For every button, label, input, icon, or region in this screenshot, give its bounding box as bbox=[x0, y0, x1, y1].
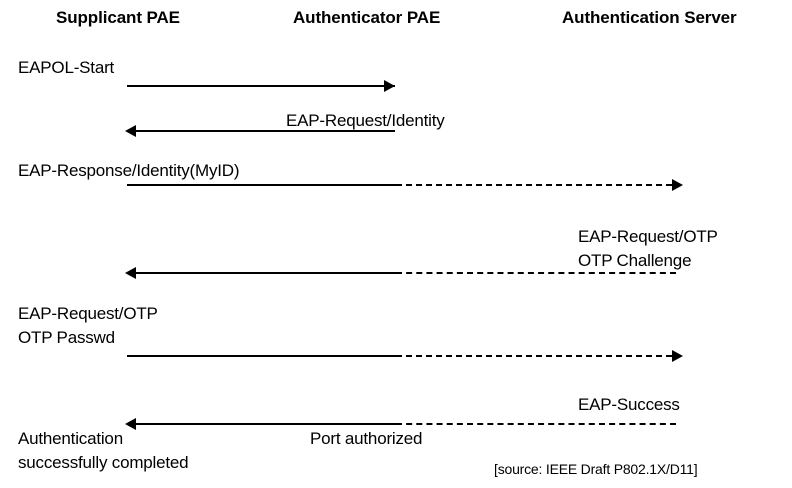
arrow-solid-segment bbox=[130, 130, 395, 132]
annotation-port-authorized: Port authorized bbox=[310, 429, 423, 448]
arrow-dotted-segment bbox=[396, 184, 672, 186]
message-label-eap-request-otp-2: EAP-Request/OTP bbox=[18, 304, 158, 323]
arrow-dotted-segment bbox=[396, 272, 676, 274]
arrowhead-right-icon bbox=[672, 179, 683, 191]
message-label-eapol-start: EAPOL-Start bbox=[18, 58, 115, 77]
arrowhead-right-icon bbox=[384, 80, 395, 92]
message-arrow-eap-success bbox=[0, 418, 792, 430]
annotation-authentication-complete-line1: Authentication bbox=[18, 429, 123, 448]
arrow-dotted-segment bbox=[396, 423, 676, 425]
arrow-solid-segment bbox=[130, 272, 396, 274]
message-arrow-eap-response-identity bbox=[0, 179, 792, 191]
arrowhead-left-icon bbox=[125, 267, 136, 279]
arrow-solid-segment bbox=[127, 355, 396, 357]
column-header-authenticator: Authenticator PAE bbox=[293, 8, 441, 27]
message-label-eap-response-identity: EAP-Response/Identity(MyID) bbox=[18, 161, 240, 180]
source-note: [source: IEEE Draft P802.1X/D11] bbox=[494, 461, 698, 477]
message-arrow-eapol-start bbox=[0, 80, 792, 92]
message-arrow-eap-request-otp-passwd bbox=[0, 350, 792, 362]
arrowhead-left-icon bbox=[125, 418, 136, 430]
message-arrow-eap-request-otp-challenge bbox=[0, 267, 792, 279]
arrow-solid-segment bbox=[130, 423, 396, 425]
arrowhead-left-icon bbox=[125, 125, 136, 137]
message-label-eap-request-otp: EAP-Request/OTP bbox=[578, 227, 718, 246]
message-label-eap-request-identity: EAP-Request/Identity bbox=[286, 111, 445, 130]
column-header-authentication-server: Authentication Server bbox=[562, 8, 737, 27]
message-label-eap-success: EAP-Success bbox=[578, 395, 680, 414]
arrow-solid-segment bbox=[127, 85, 395, 87]
message-label-otp-challenge: OTP Challenge bbox=[578, 251, 692, 270]
arrow-dotted-segment bbox=[396, 355, 672, 357]
arrow-solid-segment bbox=[127, 184, 396, 186]
message-arrow-eap-request-identity bbox=[0, 125, 792, 137]
message-label-otp-passwd: OTP Passwd bbox=[18, 328, 115, 347]
annotation-authentication-complete-line2: successfully completed bbox=[18, 453, 189, 472]
arrowhead-right-icon bbox=[672, 350, 683, 362]
column-header-supplicant: Supplicant PAE bbox=[56, 8, 180, 27]
